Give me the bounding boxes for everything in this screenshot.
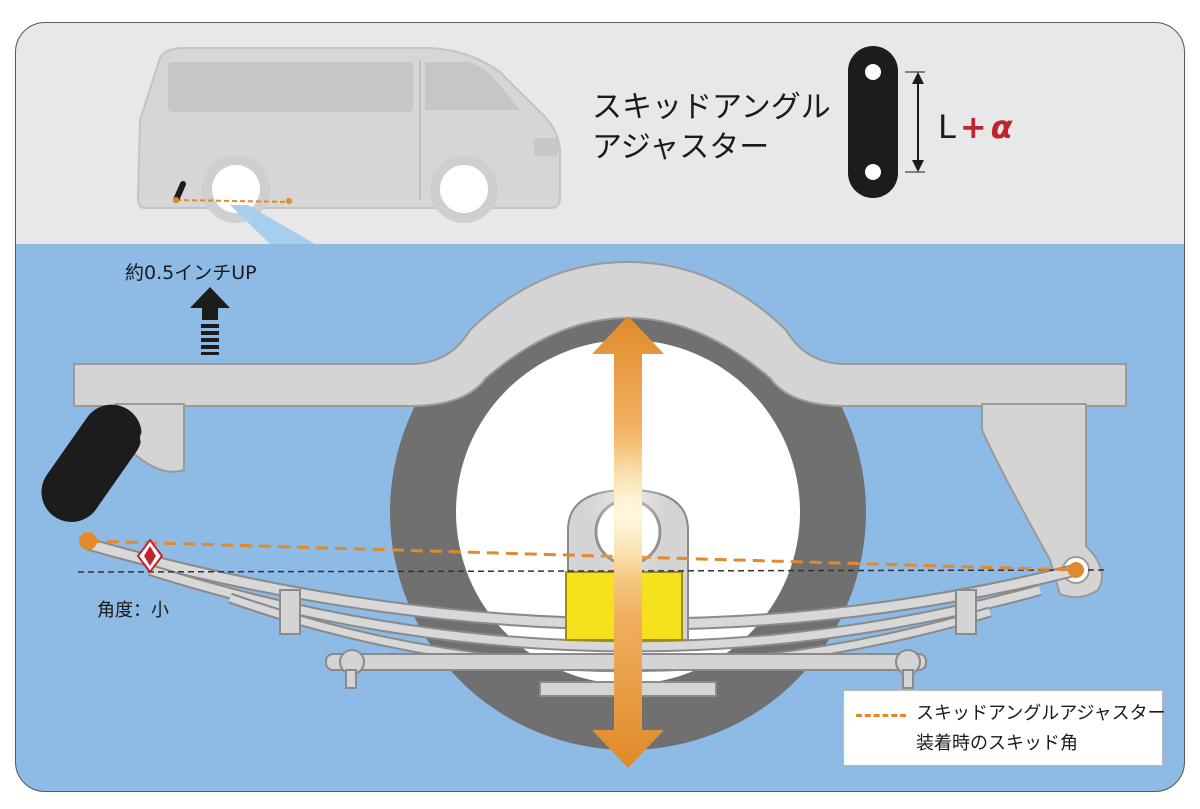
vertical-motion-arrow	[588, 316, 668, 768]
lift-up-arrow	[190, 287, 230, 355]
rear-hanger	[981, 403, 1103, 599]
length-symbol: L	[938, 108, 956, 146]
shackle-dimension-diagram	[848, 46, 925, 198]
plus-symbol: +	[959, 108, 987, 146]
van-illustration	[136, 47, 561, 223]
shackle-length-label: L+α	[938, 108, 1013, 146]
legend-line1: スキッドアングルアジャスター	[916, 703, 1166, 724]
alpha-symbol: α	[990, 108, 1013, 146]
legend-dash-swatch	[856, 714, 906, 717]
reference-line	[77, 569, 1109, 573]
legend-line2: 装着時のスキッド角	[916, 733, 1078, 754]
skid-angle-line	[87, 539, 1077, 572]
legend-box: スキッドアングルアジャスター 装着時のスキッド角	[843, 690, 1166, 766]
angle-marker	[136, 538, 164, 574]
chassis-frame	[73, 260, 1127, 407]
angle-label: 角度：小	[97, 600, 169, 621]
product-title-line2: アジャスター	[592, 130, 770, 165]
product-title-line1: スキッドアングル	[592, 90, 831, 125]
callout-pointer	[230, 205, 315, 244]
lift-amount-label: 約0.5インチUP	[125, 262, 257, 284]
shackle	[41, 404, 1084, 578]
